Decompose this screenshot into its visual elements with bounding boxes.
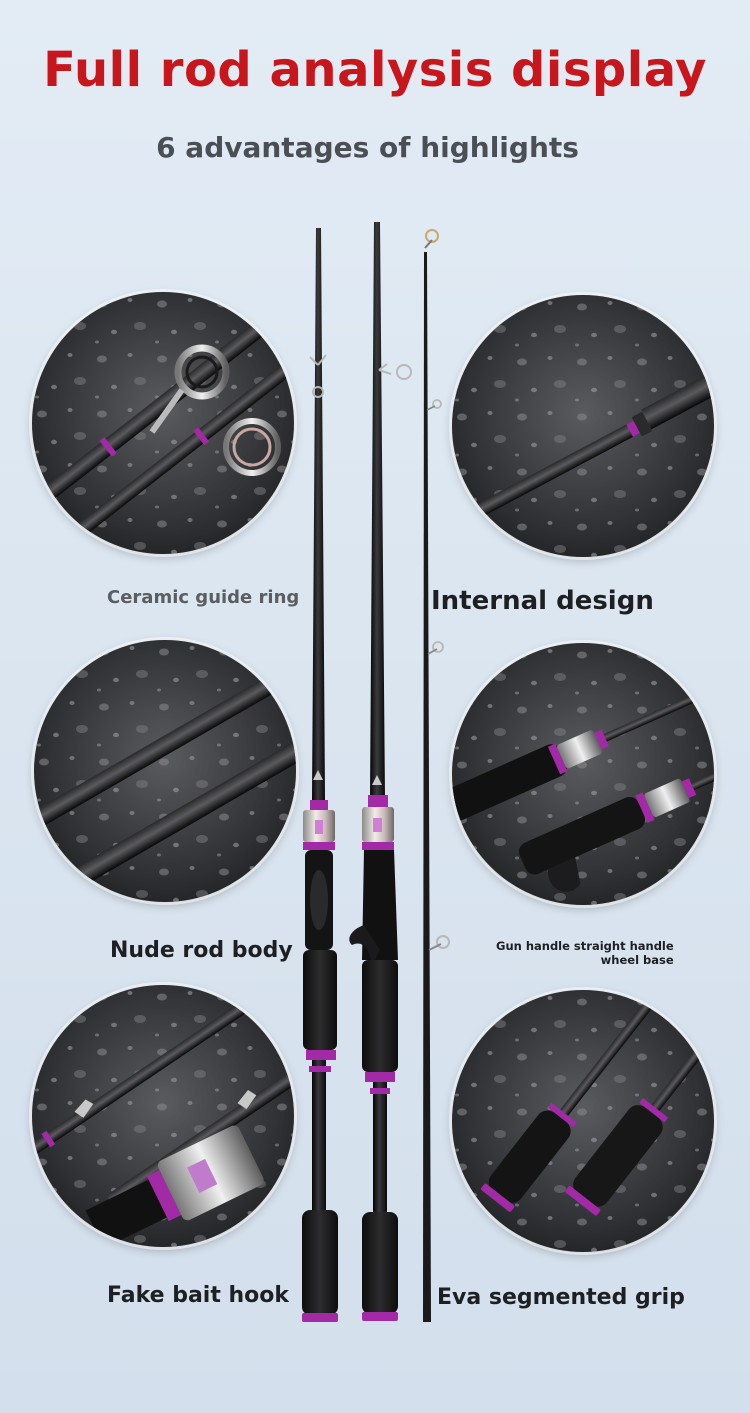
feature-label-gun-handle-line1: Gun handle straight handle: [496, 939, 674, 953]
feature-label-gun-handle-line2: wheel base: [600, 953, 674, 967]
page-subtitle: 6 advantages of highlights: [156, 131, 579, 164]
photo-eva-segmented-grip: [452, 990, 714, 1252]
rod-spinning: [302, 228, 338, 1322]
feature-label-ceramic-guide-ring: Ceramic guide ring: [107, 587, 300, 608]
feature-label-nude-rod-body: Nude rod body: [110, 938, 293, 963]
feature-label-fake-bait-hook: Fake bait hook: [107, 1283, 290, 1308]
rod-tip-section: [423, 229, 450, 1322]
photo-internal-design: [452, 295, 714, 557]
feature-label-gun-handle: Gun handle straight handle wheel base: [496, 939, 674, 967]
photo-fake-bait-hook: [32, 985, 294, 1247]
rod-casting: [349, 222, 412, 1321]
feature-label-internal-design: Internal design: [431, 586, 654, 616]
photo-gun-handle: [452, 643, 714, 905]
page-title: Full rod analysis display: [43, 42, 707, 98]
photo-ceramic-guide-ring: [32, 292, 294, 554]
feature-label-eva-segmented-grip: Eva segmented grip: [437, 1285, 685, 1310]
photo-nude-rod-body: [34, 640, 296, 902]
